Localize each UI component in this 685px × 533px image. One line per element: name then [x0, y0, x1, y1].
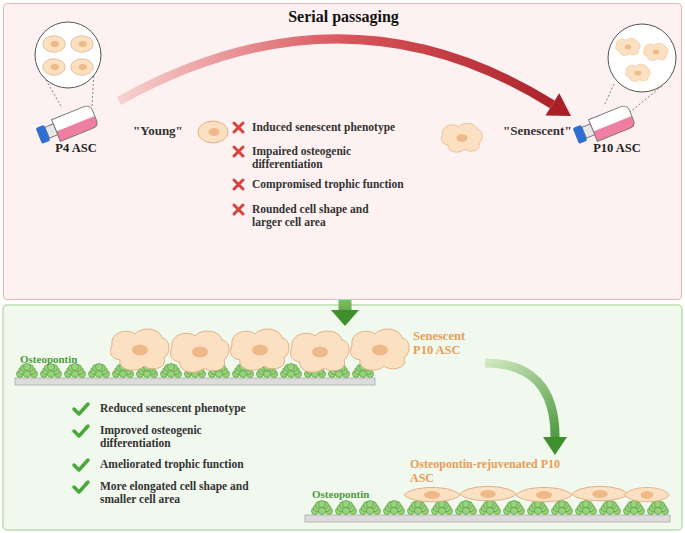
bottom-panel: [3, 305, 682, 530]
substrate-label: Osteopontin: [20, 353, 100, 366]
osteopontin-clump: [89, 364, 110, 378]
cell-group: Senescent P10 ASC Osteopontin: [15, 326, 485, 388]
osteopontin-clump: [624, 501, 645, 515]
senescent-cell: [350, 329, 409, 370]
osteopontin-clump: [137, 364, 158, 378]
elongated-cell: [625, 488, 670, 502]
group-label: Senescent P10 ASC: [413, 329, 485, 358]
osteopontin-clump: [600, 501, 621, 515]
label-text: Ameliorated trophic function: [100, 458, 270, 471]
check-mark: [74, 404, 88, 414]
osteopontin-clump: [233, 364, 254, 378]
elongated-cell: [404, 488, 460, 502]
flow-arrow: [331, 300, 359, 326]
osteopontin-clump: [161, 364, 182, 378]
osteopontin-clump: [185, 364, 206, 378]
osteopontin-clump: [17, 364, 38, 378]
osteopontin-clump: [576, 501, 597, 515]
flask-group: P4 ASC: [33, 21, 119, 161]
label-text: Induced senescent phenotype: [252, 121, 422, 134]
substrate-label: Osteopontin: [312, 488, 392, 501]
osteopontin-clump: [353, 364, 374, 378]
osteopontin-clump: [504, 501, 525, 515]
elongated-cell: [460, 487, 516, 501]
osteopontin-clump: [480, 501, 501, 515]
check-marks: [74, 404, 88, 492]
flask-label: P10 ASC: [586, 141, 648, 155]
flow-arrow: [485, 363, 567, 455]
osteopontin-clump: [552, 501, 573, 515]
label-text: Improved osteogenic differentiation: [100, 424, 230, 450]
arrow-head: [331, 310, 359, 326]
label-text: Reduced senescent phenotype: [100, 402, 270, 415]
osteopontin-clump: [456, 501, 477, 515]
osteopontin-clump: [408, 501, 429, 515]
label-text: "Young": [133, 124, 203, 139]
check-mark: [74, 482, 88, 492]
osteopontin-clump: [432, 501, 453, 515]
arrow-head: [543, 437, 567, 455]
check-mark: [74, 460, 88, 470]
elongated-cell: [572, 487, 628, 501]
panel-title: Serial passaging: [4, 8, 683, 26]
flask-group: P10 ASC: [571, 21, 679, 161]
senescent-cell: [170, 331, 229, 372]
osteopontin-clump: [281, 364, 302, 378]
osteopontin-clump: [360, 501, 381, 515]
flask-label: P4 ASC: [33, 141, 119, 155]
substrate-bar: [15, 378, 375, 385]
senescent-cell: [290, 331, 349, 372]
label-text: Compromised trophic function: [252, 178, 422, 191]
label-text: More elongated cell shape and smaller ce…: [100, 480, 265, 506]
osteopontin-clump: [336, 501, 357, 515]
arrow-shaft: [485, 363, 555, 437]
senescent-cell: [230, 329, 289, 370]
osteopontin-clump: [305, 364, 326, 378]
osteopontin-clump: [65, 364, 86, 378]
check-mark: [74, 426, 88, 436]
cell-group: Osteopontin-rejuvenated P10 ASC Osteopont…: [305, 455, 677, 527]
osteopontin-clump: [257, 364, 278, 378]
senescent-cell: [110, 329, 169, 370]
osteopontin-clump: [329, 364, 350, 378]
osteopontin-clump: [113, 364, 134, 378]
label-text: Rounded cell shape and larger cell area: [252, 203, 382, 229]
osteopontin-clump: [41, 364, 62, 378]
arrow-shaft: [339, 300, 352, 311]
label-text: "Senescent": [503, 124, 583, 139]
osteopontin-clump: [312, 501, 333, 515]
label-text: Impaired osteogenic differentiation: [252, 145, 382, 171]
osteopontin-clump: [384, 501, 405, 515]
substrate-bar: [305, 515, 670, 522]
group-label: Osteopontin-rejuvenated P10 ASC: [410, 458, 575, 486]
elongated-cell: [516, 488, 572, 502]
osteopontin-clump: [209, 364, 230, 378]
osteopontin-clump: [648, 501, 669, 515]
osteopontin-clump: [528, 501, 549, 515]
